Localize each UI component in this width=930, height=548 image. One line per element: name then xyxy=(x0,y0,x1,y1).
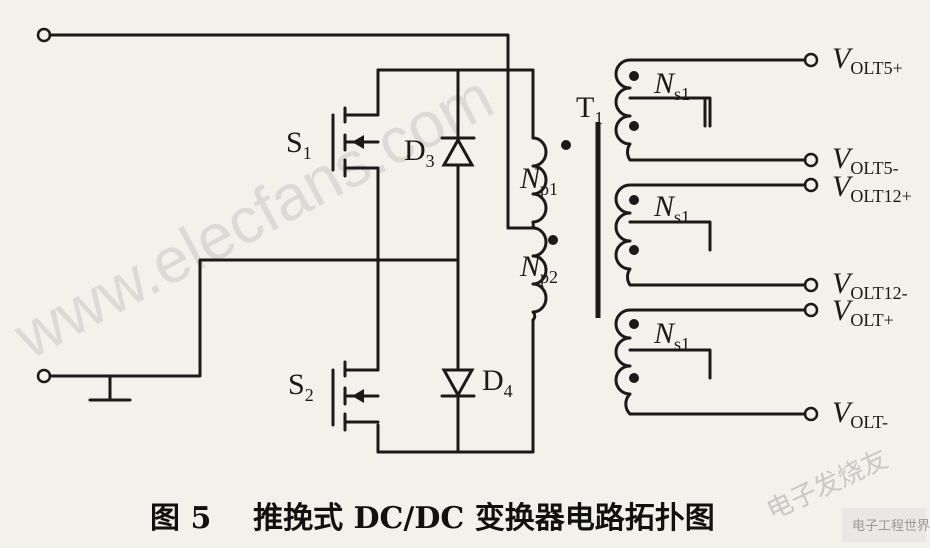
watermark-text: www.elecfans.com xyxy=(2,60,505,373)
label-v-olt-plus: VOLT+ xyxy=(832,294,894,330)
input-terminal-top xyxy=(36,27,52,43)
primary-winding-np1 xyxy=(531,136,548,230)
label-v-olt5-plus: VOLT5+ xyxy=(832,42,903,78)
wire-top-rail xyxy=(376,68,535,140)
label-d3: D3 xyxy=(404,134,435,171)
primary-winding-np2 xyxy=(531,226,548,322)
diode-d3 xyxy=(440,136,476,167)
figure-caption: 图 5 推挽式 DC/DC 变换器电路拓扑图 xyxy=(150,501,715,536)
label-t1: T1 xyxy=(576,91,603,128)
ground-icon xyxy=(88,374,132,402)
label-v-olt12-minus: VOLT12- xyxy=(832,267,908,303)
label-ns1-c: Ns1 xyxy=(653,317,690,354)
label-ns1-b: Ns1 xyxy=(653,190,690,227)
secondary-winding-5v xyxy=(614,58,807,162)
watermark-badge: 电子工程世界 xyxy=(842,508,930,542)
input-terminal-bottom xyxy=(36,368,52,384)
output-terminals xyxy=(803,52,819,422)
mosfet-s1 xyxy=(331,106,380,178)
mosfet-s2 xyxy=(331,360,380,432)
wire-bottom-rail xyxy=(376,318,535,454)
label-v-olt5-minus: VOLT5- xyxy=(832,142,899,178)
label-np2: Np2 xyxy=(519,250,558,287)
secondary-winding-olt xyxy=(614,308,807,416)
svg-text:电子工程世界: 电子工程世界 xyxy=(852,519,930,534)
label-v-olt12-plus: VOLT12+ xyxy=(832,170,912,206)
label-s2: S2 xyxy=(288,368,314,405)
wire-input-bottom xyxy=(48,258,460,378)
polarity-dot-np1 xyxy=(561,140,571,150)
label-s1: S1 xyxy=(286,126,312,163)
label-v-olt-minus: VOLT- xyxy=(832,396,888,432)
polarity-dot-np2 xyxy=(548,235,558,245)
label-np1: Np1 xyxy=(519,162,558,199)
diode-d4 xyxy=(440,368,476,399)
label-ns1-a: Ns1 xyxy=(653,67,690,104)
label-d4: D4 xyxy=(482,364,513,401)
secondary-winding-12v xyxy=(614,183,807,287)
wire-input-top xyxy=(48,33,537,230)
